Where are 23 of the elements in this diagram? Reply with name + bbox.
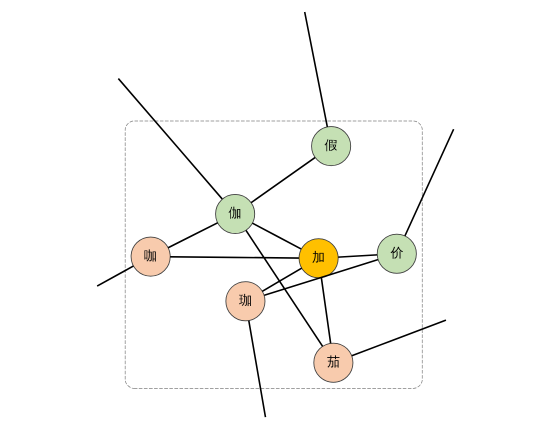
node-circle: 珈 bbox=[224, 281, 265, 322]
connector bbox=[252, 222, 301, 250]
connector bbox=[248, 320, 266, 418]
node-circle: 咖 bbox=[130, 236, 170, 277]
connector bbox=[351, 319, 446, 356]
cluster bbox=[124, 120, 422, 389]
node-circle: 价 bbox=[376, 234, 416, 274]
connector bbox=[170, 256, 298, 259]
connector bbox=[338, 254, 377, 258]
node-circle: 假 bbox=[310, 126, 351, 166]
connector bbox=[264, 258, 378, 296]
node-circle: 茄 bbox=[312, 342, 353, 383]
connector bbox=[96, 265, 134, 287]
connector bbox=[244, 230, 323, 347]
connector bbox=[320, 278, 331, 344]
connector bbox=[404, 128, 454, 236]
connector bbox=[261, 268, 302, 292]
connector bbox=[117, 78, 222, 200]
connector bbox=[167, 222, 218, 248]
connector bbox=[250, 156, 315, 204]
node-circle: 加 bbox=[298, 238, 338, 278]
connector bbox=[303, 12, 328, 128]
node-circle: 伽 bbox=[214, 194, 255, 234]
